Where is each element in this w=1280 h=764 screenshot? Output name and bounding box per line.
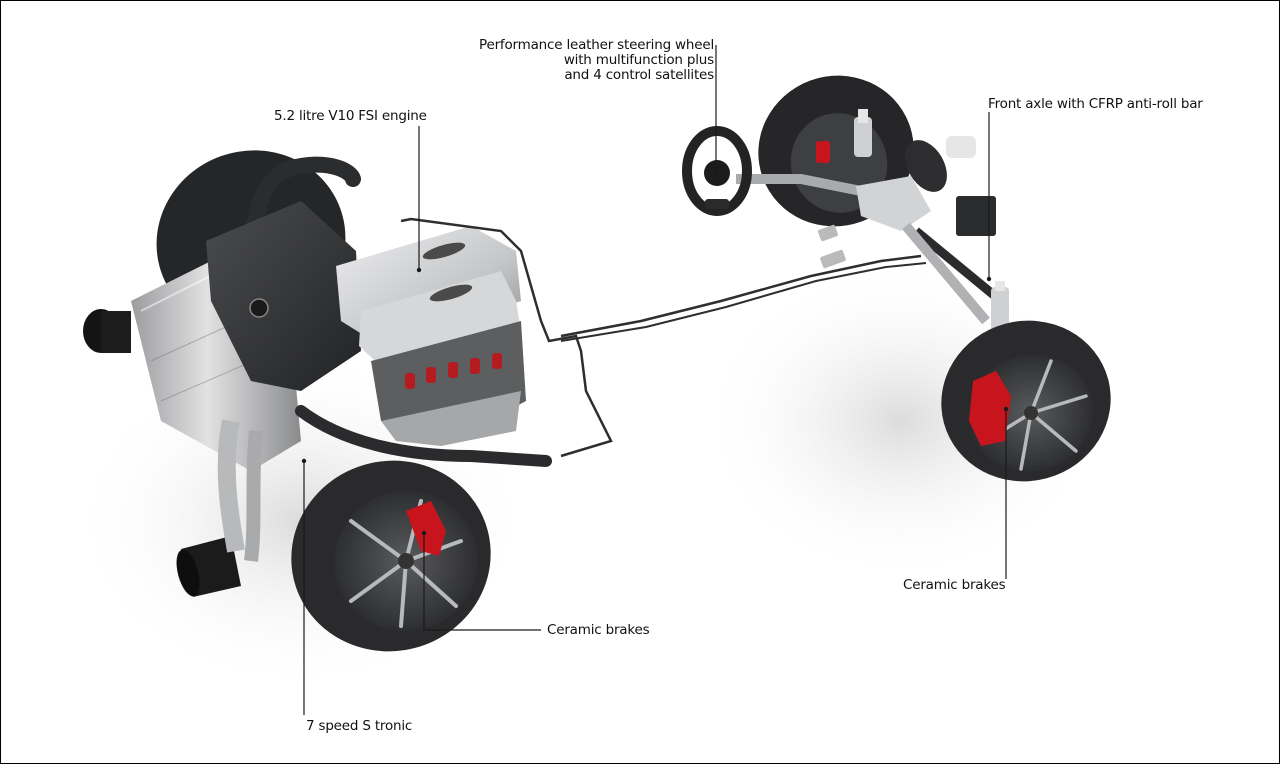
steering-wheel	[682, 126, 752, 216]
exhaust-tip-lower	[176, 536, 241, 597]
steering-rack	[902, 222, 990, 325]
callout-front-brakes: Ceramic brakes	[903, 577, 1006, 593]
v10-engine	[336, 226, 526, 446]
anti-roll-bar	[913, 227, 1004, 305]
exhaust-tip-upper	[83, 309, 131, 353]
leader-rear-brakes	[423, 533, 541, 631]
callout-steering-wheel: Performance leather steering wheel with …	[479, 38, 714, 83]
callout-line: Ceramic brakes	[547, 622, 650, 638]
front-brake-caliper	[969, 371, 1011, 446]
intake-hose	[243, 156, 361, 259]
leader-lines	[303, 45, 1007, 715]
steering-column	[736, 174, 862, 196]
front-right-strut	[991, 281, 1009, 331]
callout-line: and 4 control satellites	[564, 67, 714, 83]
callout-line: Ceramic brakes	[903, 577, 1006, 593]
callout-line: with multifunction plus	[563, 52, 714, 68]
brake-line	[400, 217, 922, 458]
callout-engine: 5.2 litre V10 FSI engine	[274, 109, 427, 124]
front-left-strut	[854, 109, 872, 157]
leader-dots	[301, 170, 1009, 536]
callout-line: 7 speed S tronic	[306, 718, 413, 734]
engine-intake-cover	[206, 201, 361, 391]
callout-rear-brakes: Ceramic brakes	[547, 622, 650, 638]
callout-line: Performance leather steering wheel	[479, 37, 714, 53]
coolant-hose	[295, 405, 552, 467]
exhaust-pipe	[217, 419, 245, 553]
callout-line: Front axle with CFRP anti-roll bar	[988, 96, 1203, 112]
callout-line: 5.2 litre V10 FSI engine	[274, 108, 427, 124]
callout-transmission: 7 speed S tronic	[306, 719, 412, 734]
front-subframe	[856, 136, 996, 236]
pedal-box	[818, 224, 846, 269]
callout-front-axle: Front axle with CFRP anti-roll bar	[988, 97, 1203, 112]
rear-brake-caliper	[406, 501, 446, 556]
